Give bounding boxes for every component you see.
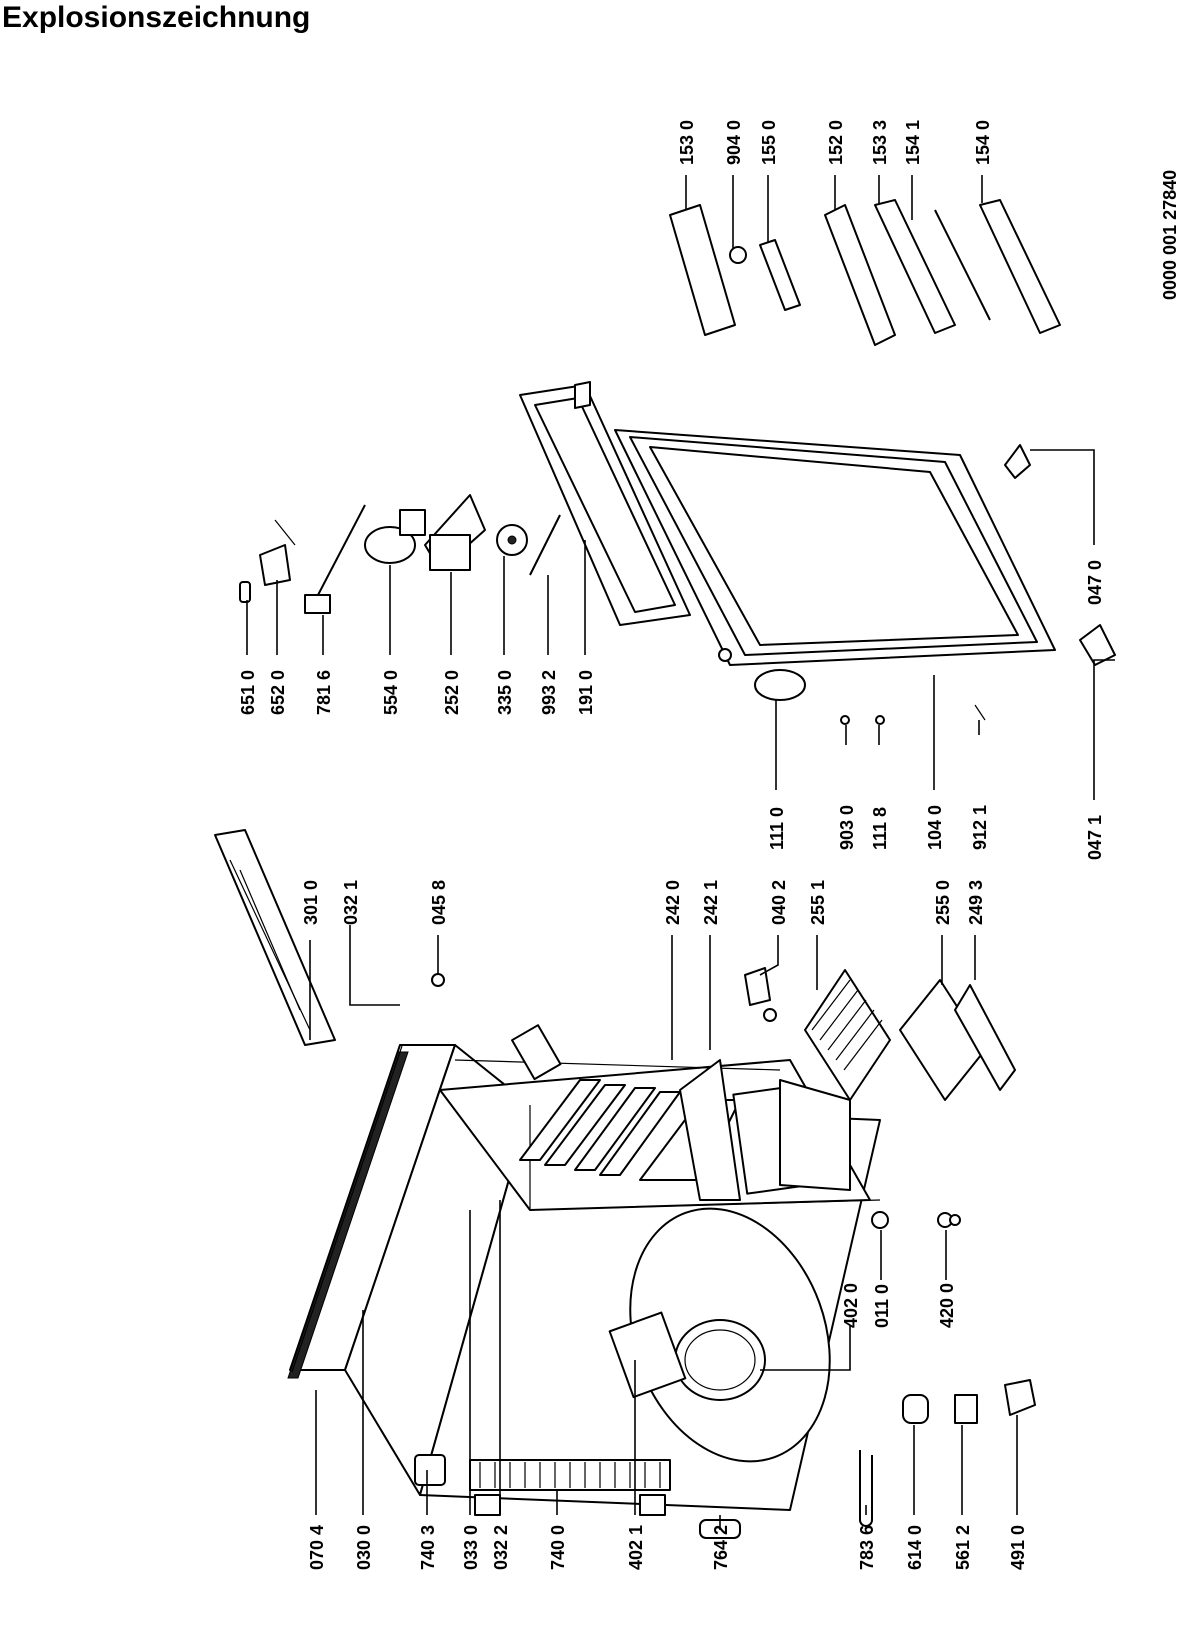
screw-icon — [431, 973, 445, 987]
condenser-coil — [469, 1459, 671, 1516]
label-0704: 070 4 — [307, 1525, 327, 1570]
label-7403: 740 3 — [418, 1525, 438, 1570]
label-0321: 032 1 — [341, 880, 361, 925]
top-control-panel — [214, 829, 336, 1046]
page-title: Explosionszeichnung — [2, 1, 311, 34]
label-2421: 242 1 — [701, 880, 721, 925]
foot-icon — [871, 1211, 889, 1229]
label-7836: 783 6 — [857, 1525, 877, 1570]
label-2550: 255 0 — [933, 880, 953, 925]
drain-tube-icon — [859, 1450, 873, 1527]
label-0110: 011 0 — [872, 1284, 892, 1328]
label-7642: 764 2 — [711, 1525, 731, 1570]
label-1540: 154 0 — [973, 120, 993, 165]
clip-icon — [1004, 1379, 1036, 1416]
label-3010: 301 0 — [301, 880, 321, 925]
leader-lines — [246, 175, 1115, 1530]
door-shelf-icon — [874, 199, 956, 334]
cabinet-body — [287, 1024, 881, 1539]
label-0471: 047 1 — [1085, 815, 1105, 860]
glass-shelves — [804, 969, 1016, 1101]
door-assembly — [519, 381, 1056, 701]
label-9932: 993 2 — [539, 670, 559, 715]
label-1910: 191 0 — [576, 670, 596, 715]
label-0330: 033 0 — [461, 1525, 481, 1570]
label-6510: 651 0 — [238, 670, 258, 715]
starter-icon — [954, 1394, 978, 1424]
label-4021: 402 1 — [626, 1525, 646, 1570]
crisper-drawers — [639, 1059, 851, 1201]
label-0458: 045 8 — [429, 880, 449, 925]
washer-icon — [729, 246, 747, 264]
label-9121: 912 1 — [970, 805, 990, 850]
screw-icon — [763, 1008, 777, 1022]
label-7816: 781 6 — [314, 670, 334, 715]
label-1550: 155 0 — [759, 120, 779, 165]
cabinet-shelves — [519, 1079, 681, 1176]
label-5612: 561 2 — [953, 1525, 973, 1570]
label-5540: 554 0 — [381, 670, 401, 715]
label-2520: 252 0 — [442, 670, 462, 715]
label-1541: 154 1 — [903, 120, 923, 165]
label-0322: 032 2 — [491, 1525, 511, 1570]
label-6140: 614 0 — [905, 1525, 925, 1570]
hinge-icon — [1079, 624, 1116, 666]
label-0300: 030 0 — [354, 1525, 374, 1570]
lamp-holder-icon — [259, 544, 291, 586]
label-7400: 740 0 — [548, 1525, 568, 1570]
label-1530: 153 0 — [677, 120, 697, 165]
label-9030: 903 0 — [837, 805, 857, 850]
label-2420: 242 0 — [663, 880, 683, 925]
relay-icon — [902, 1394, 929, 1424]
label-4200: 420 0 — [937, 1283, 957, 1328]
label-1533: 153 3 — [870, 120, 890, 165]
label-2551: 255 1 — [808, 880, 828, 925]
label-4020: 402 0 — [841, 1283, 861, 1328]
label-1110: 111 0 — [767, 807, 787, 850]
sensor-icon — [304, 594, 331, 614]
door-shelf-icon — [824, 204, 896, 346]
door-shelf-icon — [979, 199, 1061, 334]
hinge-icon — [1004, 444, 1031, 479]
bulb-icon — [239, 581, 251, 603]
label-3350: 335 0 — [495, 670, 515, 715]
label-0402: 040 2 — [769, 880, 789, 925]
label-4910: 491 0 — [1008, 1525, 1028, 1570]
egg-tray-icon — [759, 239, 801, 311]
butter-compartment-icon — [669, 204, 736, 336]
part-labels: 070 4 030 0 740 3 033 0 032 2 740 0 402 … — [238, 120, 1105, 1570]
label-6520: 652 0 — [268, 670, 288, 715]
drawing-number: 0000 001 27840 — [1160, 170, 1180, 300]
retainer-bar-icon — [934, 209, 991, 321]
label-1040: 104 0 — [925, 805, 945, 850]
label-0470: 047 0 — [1085, 560, 1105, 605]
label-9040: 904 0 — [724, 120, 744, 165]
label-1520: 152 0 — [826, 120, 846, 165]
label-2493: 249 3 — [966, 880, 986, 925]
label-1118: 111 8 — [870, 807, 890, 850]
